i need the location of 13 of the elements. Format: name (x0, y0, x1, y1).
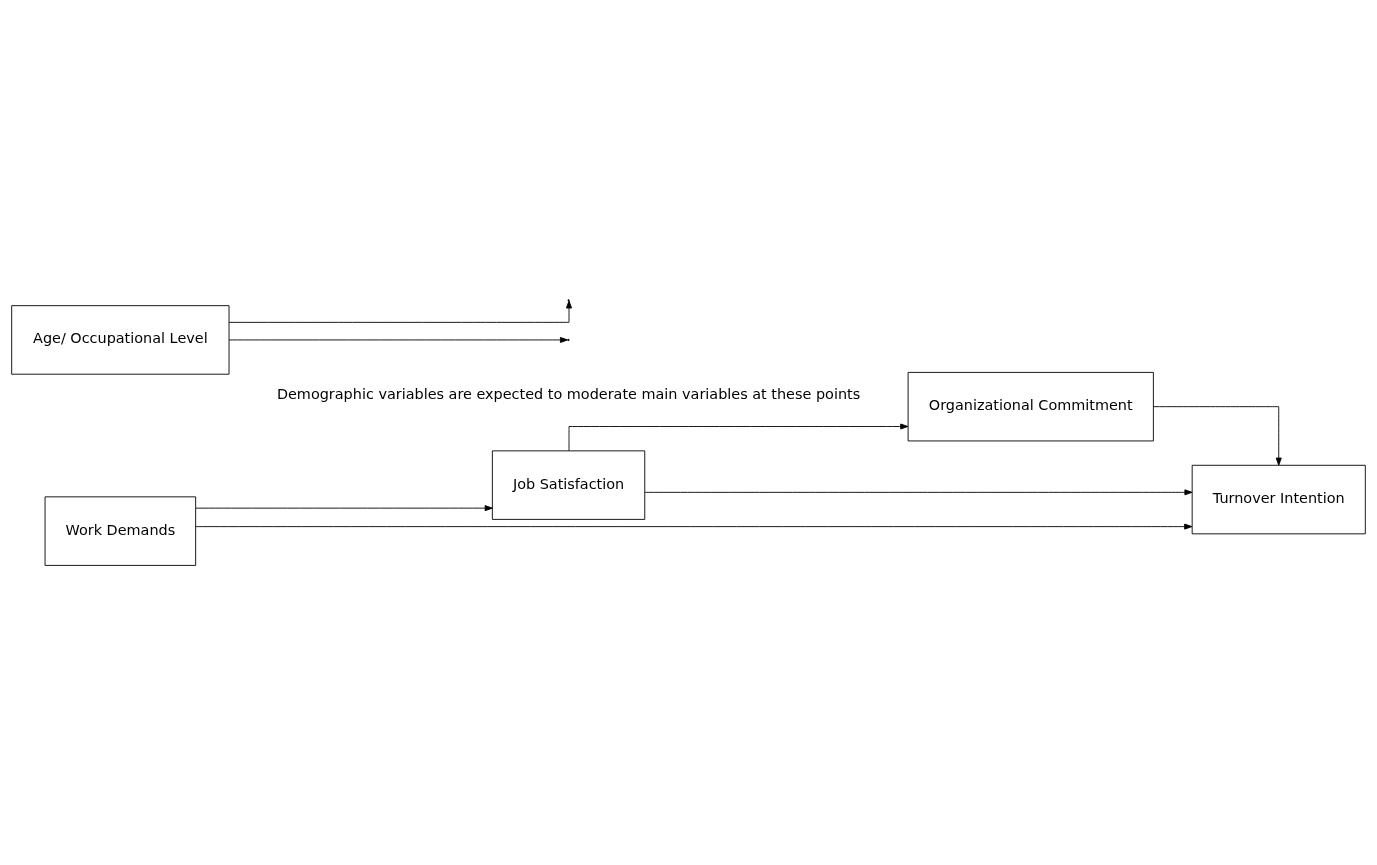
arrow (1153, 406, 1282, 466)
arrow (195, 523, 1193, 530)
label: Demographic variables are expected to moderate main variables at these points (276, 386, 861, 403)
arrow (568, 423, 909, 452)
arrow (195, 505, 493, 512)
node-box: Organizational Commitment (907, 371, 1154, 442)
node-box: Turnover Intention (1191, 464, 1366, 535)
arrow (228, 336, 569, 343)
arrow (644, 489, 1193, 496)
node-box: Age/ Occupational Level (11, 305, 230, 375)
node-box: Job Satisfaction (491, 450, 646, 520)
arrow (228, 300, 572, 323)
node-box: Work Demands (44, 496, 197, 566)
